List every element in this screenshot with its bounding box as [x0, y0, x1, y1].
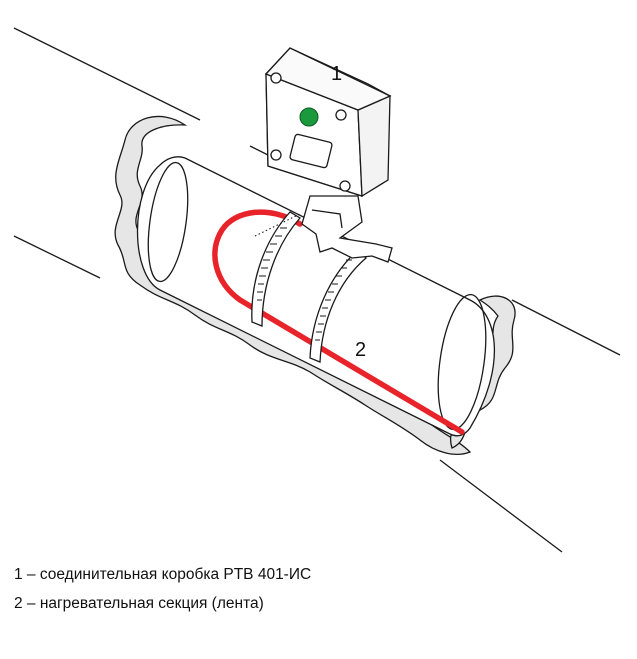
label-plate: [289, 133, 333, 169]
junction-box: [264, 47, 392, 198]
mounting-bracket: [301, 195, 393, 263]
callout-box-number: 1: [331, 63, 342, 85]
legend-item-heating-section: 2 – нагревательная секция (лента): [14, 595, 264, 612]
legend: 1 – соединительная коробка PTB 401-ИС 2 …: [14, 560, 311, 618]
heating-cable: [212, 209, 465, 435]
insulation-outline: [13, 27, 621, 553]
indicator-lamp-icon: [299, 107, 319, 127]
legend-item-junction-box: 1 – соединительная коробка PTB 401-ИС: [14, 566, 312, 583]
pipe-clamp-left: [251, 211, 302, 327]
pipe-clamp-right: [309, 249, 367, 363]
callout-cable-number: 2: [355, 339, 366, 361]
installation-diagram: 1 2: [13, 27, 621, 553]
